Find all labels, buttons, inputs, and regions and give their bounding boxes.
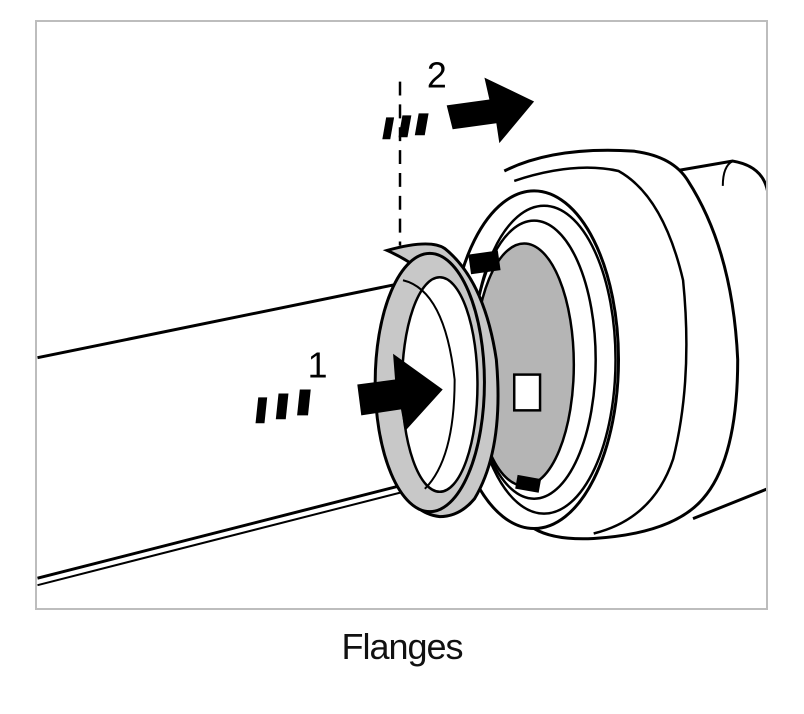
inserted-pipe	[37, 282, 434, 585]
pipe-fitting-illustration: 2 1	[37, 22, 766, 608]
step-label-2: 2	[427, 56, 447, 96]
figure-caption: Flanges	[0, 626, 804, 668]
arrow-2-icon	[382, 78, 534, 144]
diagram-frame: 2 1	[35, 20, 768, 610]
step-label-1: 1	[308, 346, 328, 386]
